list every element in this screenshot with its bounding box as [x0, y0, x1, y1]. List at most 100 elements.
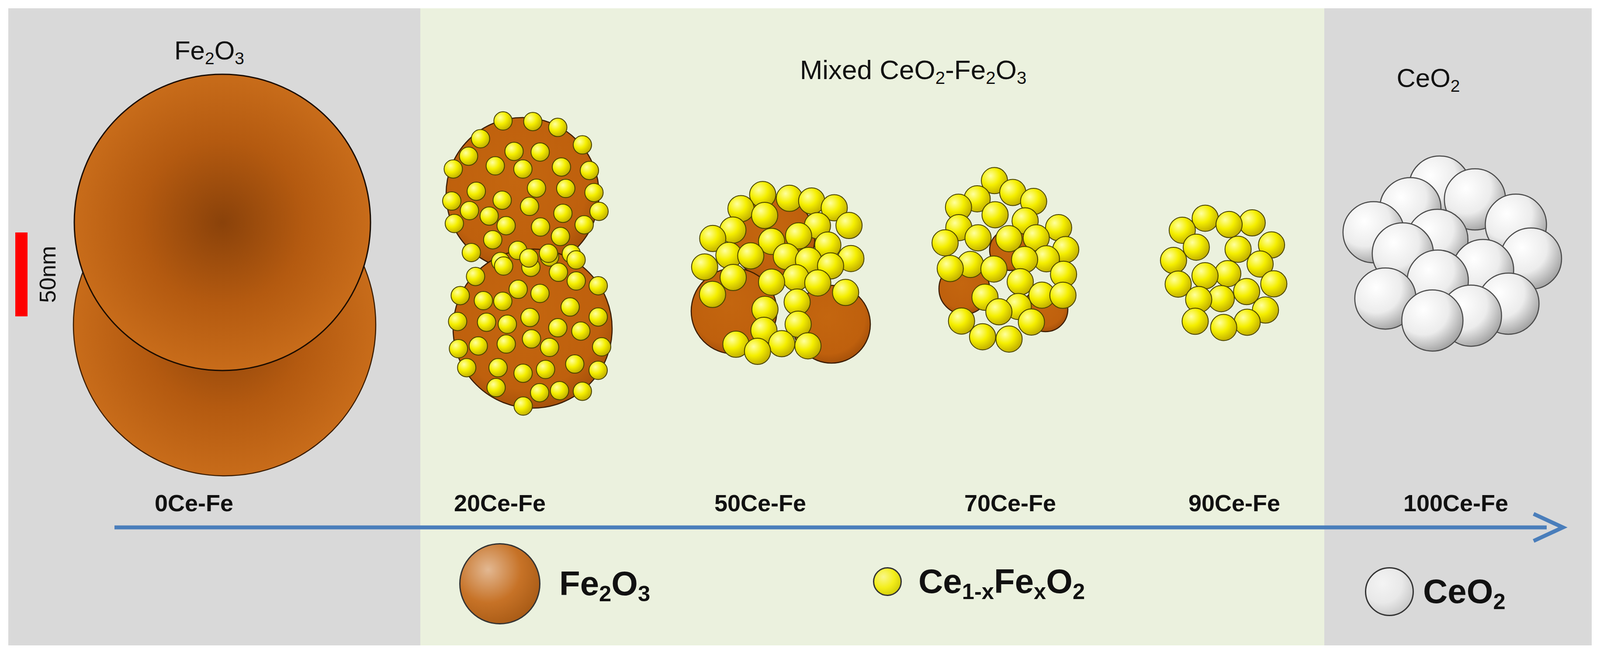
ce-fe-oxide-particle [527, 179, 546, 198]
axis-label: 70Ce-Fe [964, 489, 1057, 517]
axis-label: 0Ce-Fe [154, 489, 234, 517]
region-title: CeO2 [1396, 62, 1460, 94]
region-title: Fe2O3 [174, 35, 245, 66]
particle-art [73, 74, 1562, 476]
ce-fe-oxide-particle [443, 159, 463, 179]
ce-fe-oxide-particle [574, 215, 594, 234]
ce-fe-oxide-particle [1018, 308, 1045, 336]
ce-fe-oxide-particle [1182, 308, 1209, 335]
ce-fe-oxide-particle [573, 381, 592, 401]
ce-fe-oxide-particle [556, 179, 575, 198]
ce-fe-oxide-particle [798, 187, 825, 215]
ce-fe-oxide-particle [513, 363, 533, 383]
ce-fe-oxide-particle [449, 339, 468, 358]
ce-fe-oxide-particle [480, 206, 499, 226]
ce-fe-oxide-particle [462, 243, 481, 262]
ce-fe-oxide-particle [1183, 234, 1210, 261]
ce-fe-oxide-particle [486, 156, 505, 176]
ce-fe-oxide-particle [522, 329, 541, 349]
ce-fe-oxide-particle [471, 129, 490, 149]
ce-fe-oxide-particle [737, 242, 764, 270]
ce-fe-oxide-particle [497, 334, 516, 354]
ce-fe-oxide-particle [567, 250, 586, 270]
ce-fe-oxide-particle [552, 157, 571, 177]
ce-fe-oxide-particle [1239, 209, 1266, 236]
legend-swatch [872, 567, 902, 596]
ce-fe-oxide-particle [567, 271, 586, 291]
ce-fe-oxide-particle [768, 330, 795, 357]
ce-fe-oxide-particle [565, 354, 585, 374]
ce-fe-oxide-particle [691, 253, 718, 281]
ce-fe-oxide-particle [1234, 308, 1261, 336]
axis-arrow [114, 525, 1547, 530]
ce-fe-oxide-particle [588, 307, 608, 326]
legend-swatch [1364, 567, 1414, 617]
ce-fe-oxide-particle [1049, 282, 1077, 309]
ce-fe-oxide-particle [931, 229, 959, 257]
ce-fe-oxide-particle [448, 312, 467, 331]
ce-fe-oxide-particle [531, 218, 550, 237]
ce-fe-oxide-particle [699, 281, 726, 308]
ce-fe-oxide-particle [592, 337, 611, 357]
ce-fe-oxide-particle [744, 338, 771, 365]
ce-fe-oxide-particle [469, 336, 488, 356]
ce-fe-oxide-particle [982, 201, 1009, 228]
scale-bar [15, 232, 28, 317]
ce-fe-oxide-particle [1191, 204, 1219, 232]
ce-fe-oxide-particle [492, 190, 512, 210]
ce-fe-oxide-particle [580, 161, 599, 180]
ce-fe-oxide-particle [1225, 236, 1252, 263]
axis-label: 100Ce-Fe [1403, 489, 1509, 517]
ce-fe-oxide-particle [505, 141, 524, 161]
ce-fe-oxide-particle [948, 308, 975, 335]
ce-fe-oxide-particle [980, 256, 1008, 283]
legend-text: Fe2O3 [559, 564, 651, 604]
ce-fe-oxide-particle [477, 312, 496, 332]
legend-text: CeO2 [1423, 571, 1506, 612]
ce-fe-oxide-particle [751, 202, 778, 229]
ce-fe-oxide-particle [549, 263, 568, 282]
ce-fe-oxide-particle [498, 315, 517, 334]
ce-fe-oxide-particle [450, 286, 470, 305]
ce-fe-oxide-particle [561, 297, 580, 317]
ce-fe-oxide-particle [758, 269, 785, 296]
legend-text: Ce1-xFexO2 [918, 561, 1085, 602]
ceo2-particle [1401, 289, 1463, 351]
ce-fe-oxide-particle [474, 291, 493, 310]
legend-swatch [459, 543, 541, 625]
fe2o3-particle [74, 74, 371, 371]
ce-fe-oxide-particle [551, 227, 570, 246]
ce-fe-oxide-particle [589, 202, 609, 221]
ce-fe-oxide-particle [969, 323, 996, 350]
ce-fe-oxide-particle [460, 201, 479, 220]
region-title: Mixed CeO2-Fe2O3 [800, 54, 1027, 86]
ce-fe-oxide-particle [553, 204, 572, 223]
ce-fe-oxide-particle [519, 248, 539, 267]
ce-fe-oxide-particle [514, 396, 533, 416]
ce-fe-oxide-particle [548, 318, 568, 337]
ce-fe-oxide-particle [1011, 246, 1038, 273]
ce-fe-oxide-particle [588, 361, 608, 380]
ce-fe-oxide-particle [1191, 262, 1219, 289]
ce-fe-oxide-particle [520, 308, 540, 327]
ce-fe-oxide-particle [509, 280, 528, 299]
ce-fe-oxide-particle [442, 191, 461, 211]
scale-label: 50nm [34, 245, 62, 303]
ce-fe-oxide-particle [720, 264, 747, 291]
ce-fe-oxide-particle [1215, 211, 1243, 238]
ce-fe-oxide-particle [548, 118, 568, 137]
ce-fe-oxide-particle [539, 244, 558, 263]
ce-fe-oxide-particle [571, 322, 590, 341]
ce-fe-oxide-particle [523, 112, 543, 131]
ce-fe-oxide-particle [540, 338, 559, 357]
ce-fe-oxide-particle [457, 358, 476, 377]
ce-fe-oxide-particle [985, 298, 1012, 326]
fe2o3-particle [446, 117, 600, 271]
ce-fe-oxide-particle [832, 279, 859, 306]
ce-fe-oxide-particle [530, 142, 550, 162]
ce-fe-oxide-particle [835, 212, 863, 239]
ce-fe-oxide-particle [466, 267, 485, 286]
ce-fe-oxide-particle [996, 325, 1023, 353]
ce-fe-oxide-particle [550, 381, 569, 400]
